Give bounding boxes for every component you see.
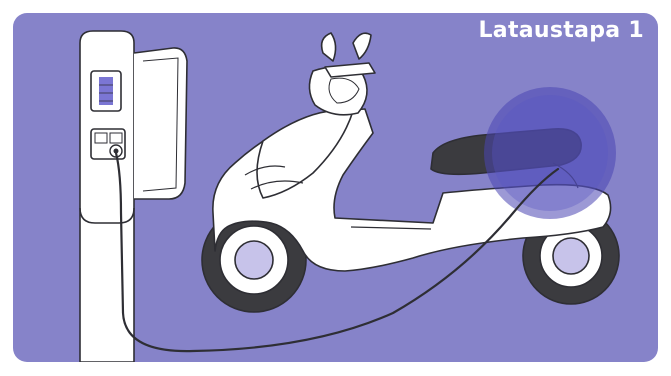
highlight-inner-ring — [492, 95, 608, 211]
charging-illustration — [13, 13, 658, 362]
illustration-panel: Lataustapa 1 — [13, 13, 658, 362]
page-title: Lataustapa 1 — [478, 18, 644, 43]
